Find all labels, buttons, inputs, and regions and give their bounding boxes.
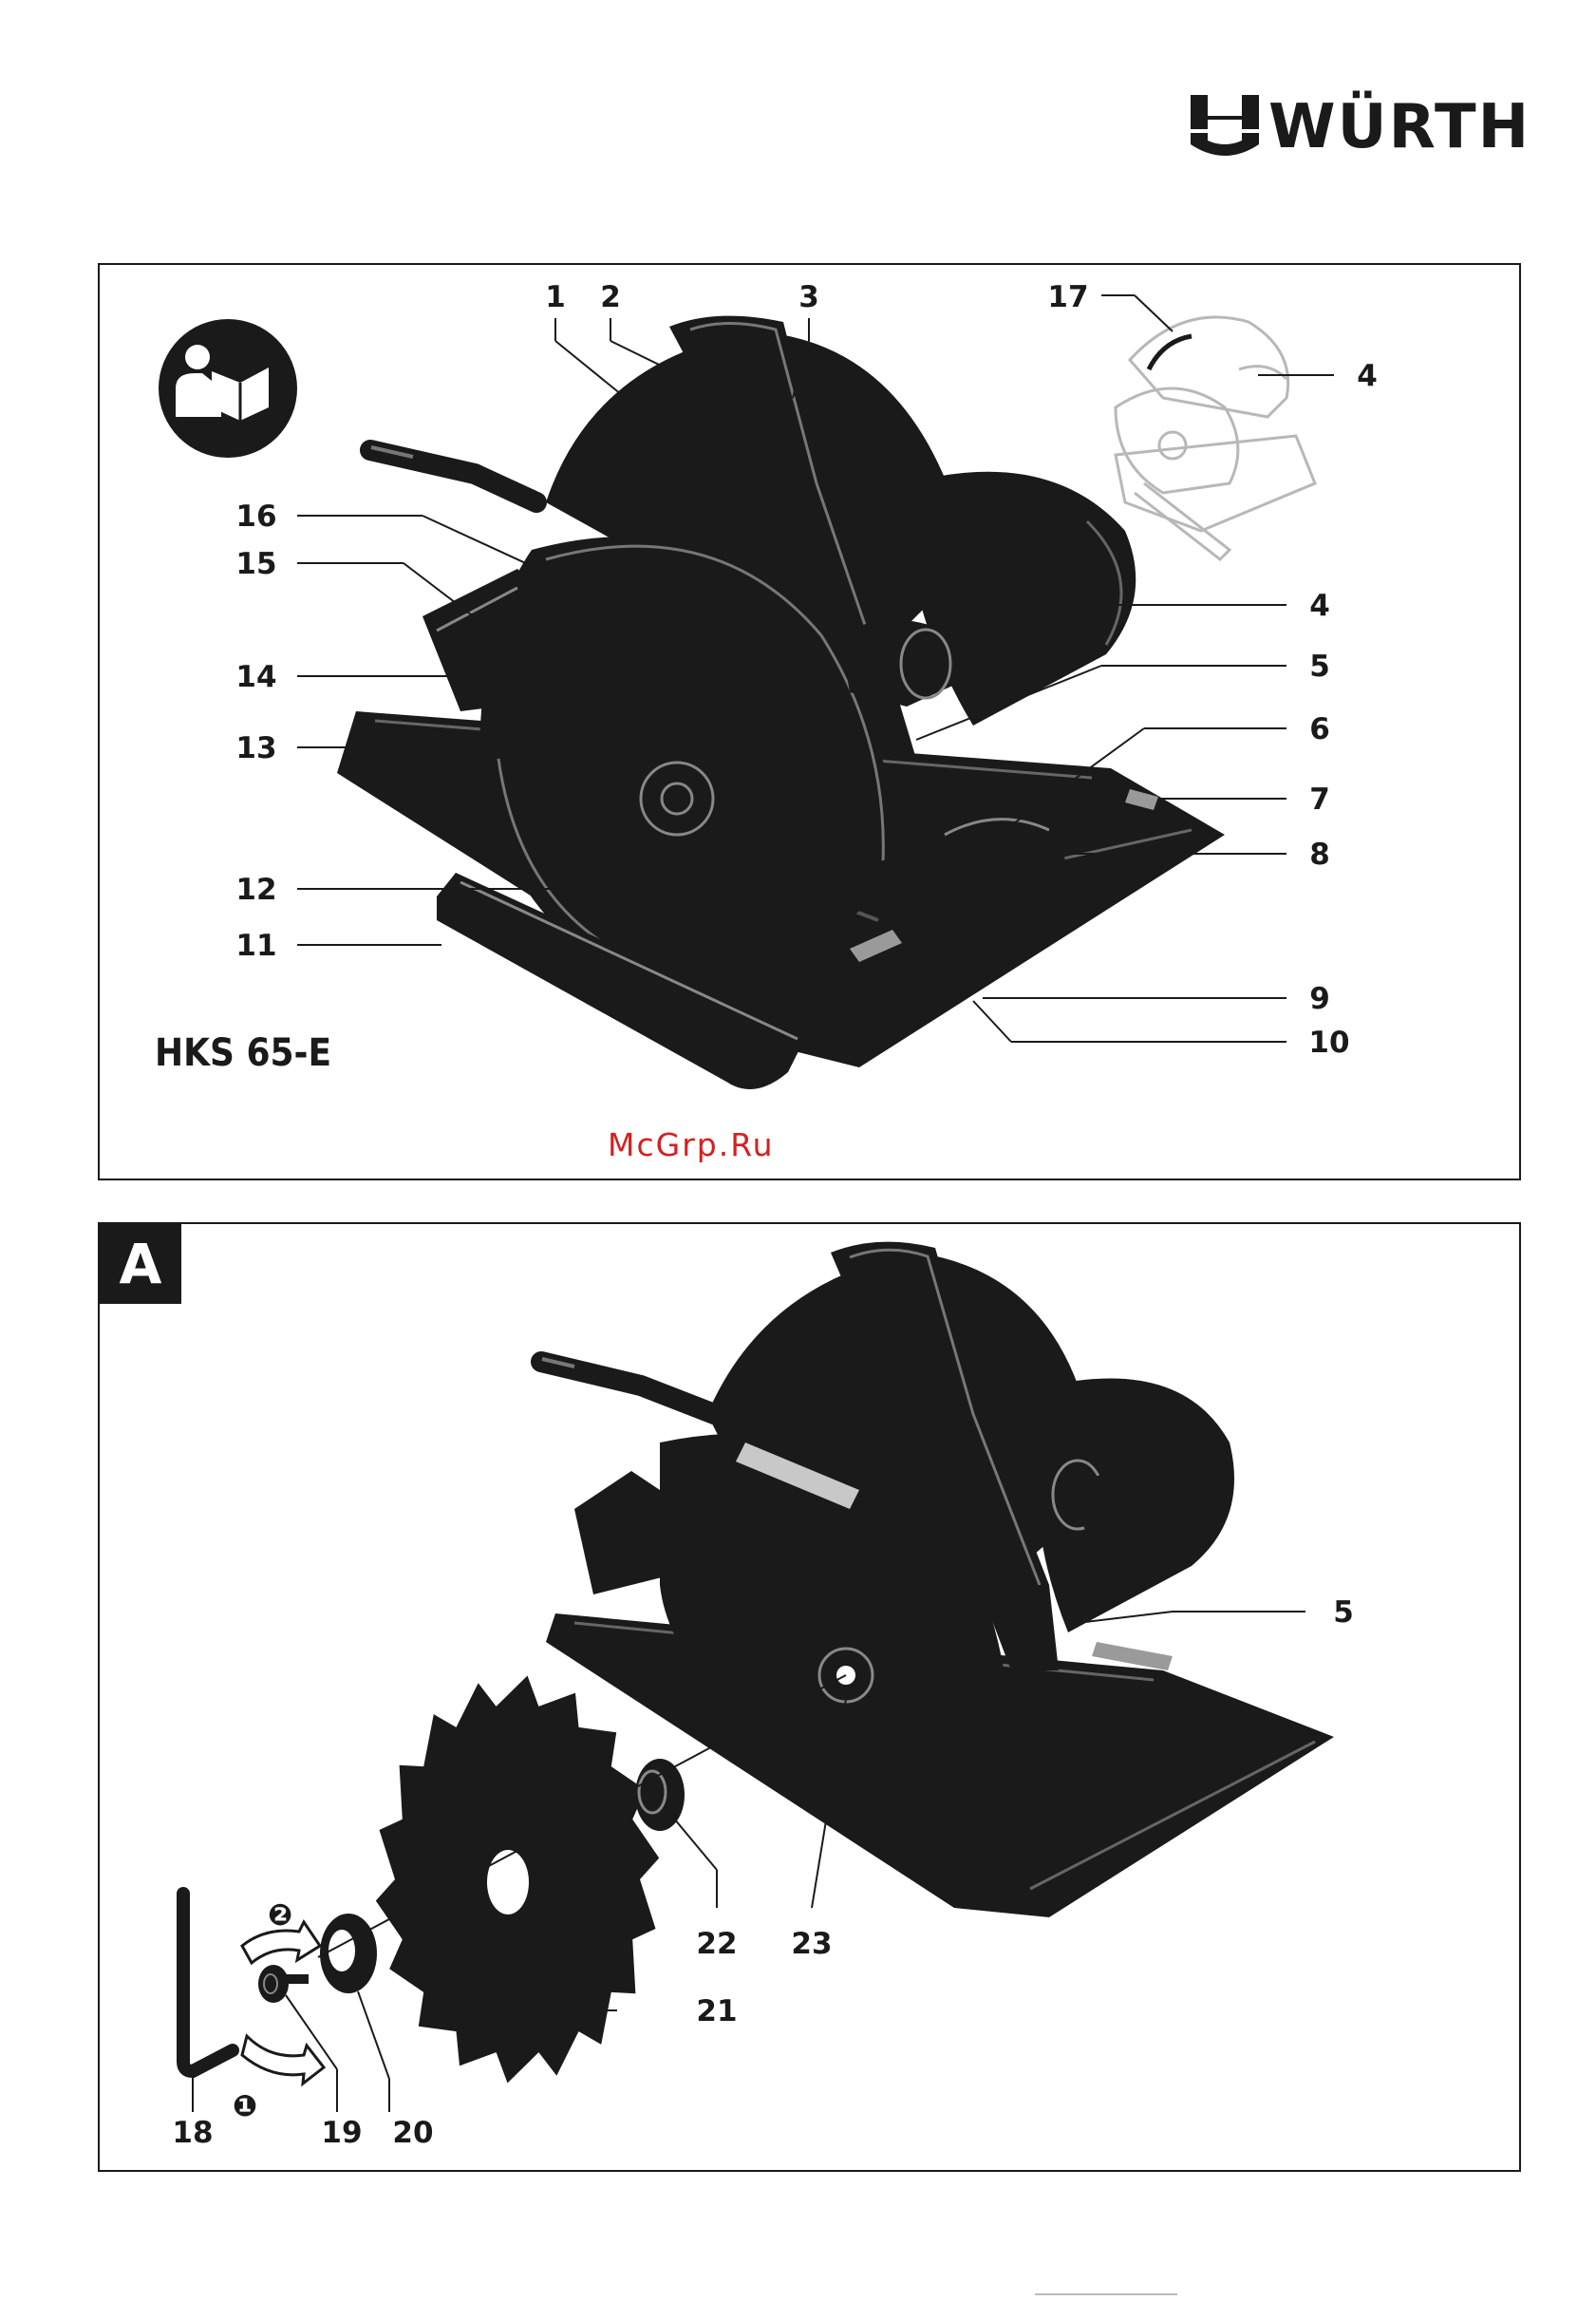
callout-5: 5 <box>1333 1595 1354 1630</box>
callout-14: 14 <box>235 660 276 694</box>
callout-11: 11 <box>235 929 276 963</box>
callout-6: 6 <box>1309 712 1330 746</box>
callout-17: 17 <box>1047 280 1088 314</box>
step-2-marker: ❷ <box>268 1898 292 1933</box>
chip-ejector <box>840 620 959 707</box>
clamping-bolt <box>258 1965 309 2003</box>
callout-16: 16 <box>235 500 276 534</box>
wurth-logo: WÜRTH <box>1187 91 1510 163</box>
inner-flange <box>635 1759 685 1831</box>
callout-2: 2 <box>600 280 621 314</box>
callout-21: 21 <box>696 1994 737 2028</box>
callout-23: 23 <box>791 1927 832 1961</box>
step-1-marker: ❶ <box>233 2089 257 2123</box>
callout-7: 7 <box>1309 783 1330 817</box>
saw-blade <box>376 1676 659 2084</box>
callout-1: 1 <box>545 280 566 314</box>
callout-9: 9 <box>1309 982 1330 1016</box>
blade-mounting-figure-panel: A <box>98 1222 1521 2172</box>
callout-13: 13 <box>235 731 276 765</box>
callout-4-ghost: 4 <box>1357 359 1378 393</box>
allen-key <box>183 1894 233 2071</box>
read-manual-icon <box>159 319 297 458</box>
callout-12: 12 <box>235 873 276 907</box>
outer-flange <box>320 1914 377 1993</box>
footer-marks <box>1035 2291 1177 2298</box>
callout-19: 19 <box>321 2116 362 2150</box>
watermark: McGrp.Ru <box>608 1126 775 1163</box>
ghost-view-saw <box>1116 317 1315 559</box>
wurth-emblem-icon <box>1187 91 1263 163</box>
blade-mounting-drawing: 5 22 23 21 18 19 20 ❷ ❶ <box>100 1224 1519 2170</box>
brand-name: WÜRTH <box>1268 93 1530 161</box>
model-name: HKS 65-E <box>155 1031 331 1075</box>
power-cord <box>370 447 536 502</box>
callout-4: 4 <box>1309 589 1330 623</box>
overview-figure-panel: 1 2 3 17 4 16 15 4 14 5 13 6 7 12 8 11 9… <box>98 263 1521 1180</box>
callout-20: 20 <box>392 2116 433 2150</box>
callout-5: 5 <box>1309 650 1330 684</box>
rotate-arrow-1-icon <box>242 2036 324 2084</box>
callout-22: 22 <box>696 1927 737 1961</box>
callout-10: 10 <box>1308 1026 1349 1060</box>
callout-8: 8 <box>1309 838 1330 872</box>
callout-18: 18 <box>172 2116 213 2150</box>
callout-3: 3 <box>798 280 819 314</box>
callout-15: 15 <box>235 547 276 581</box>
